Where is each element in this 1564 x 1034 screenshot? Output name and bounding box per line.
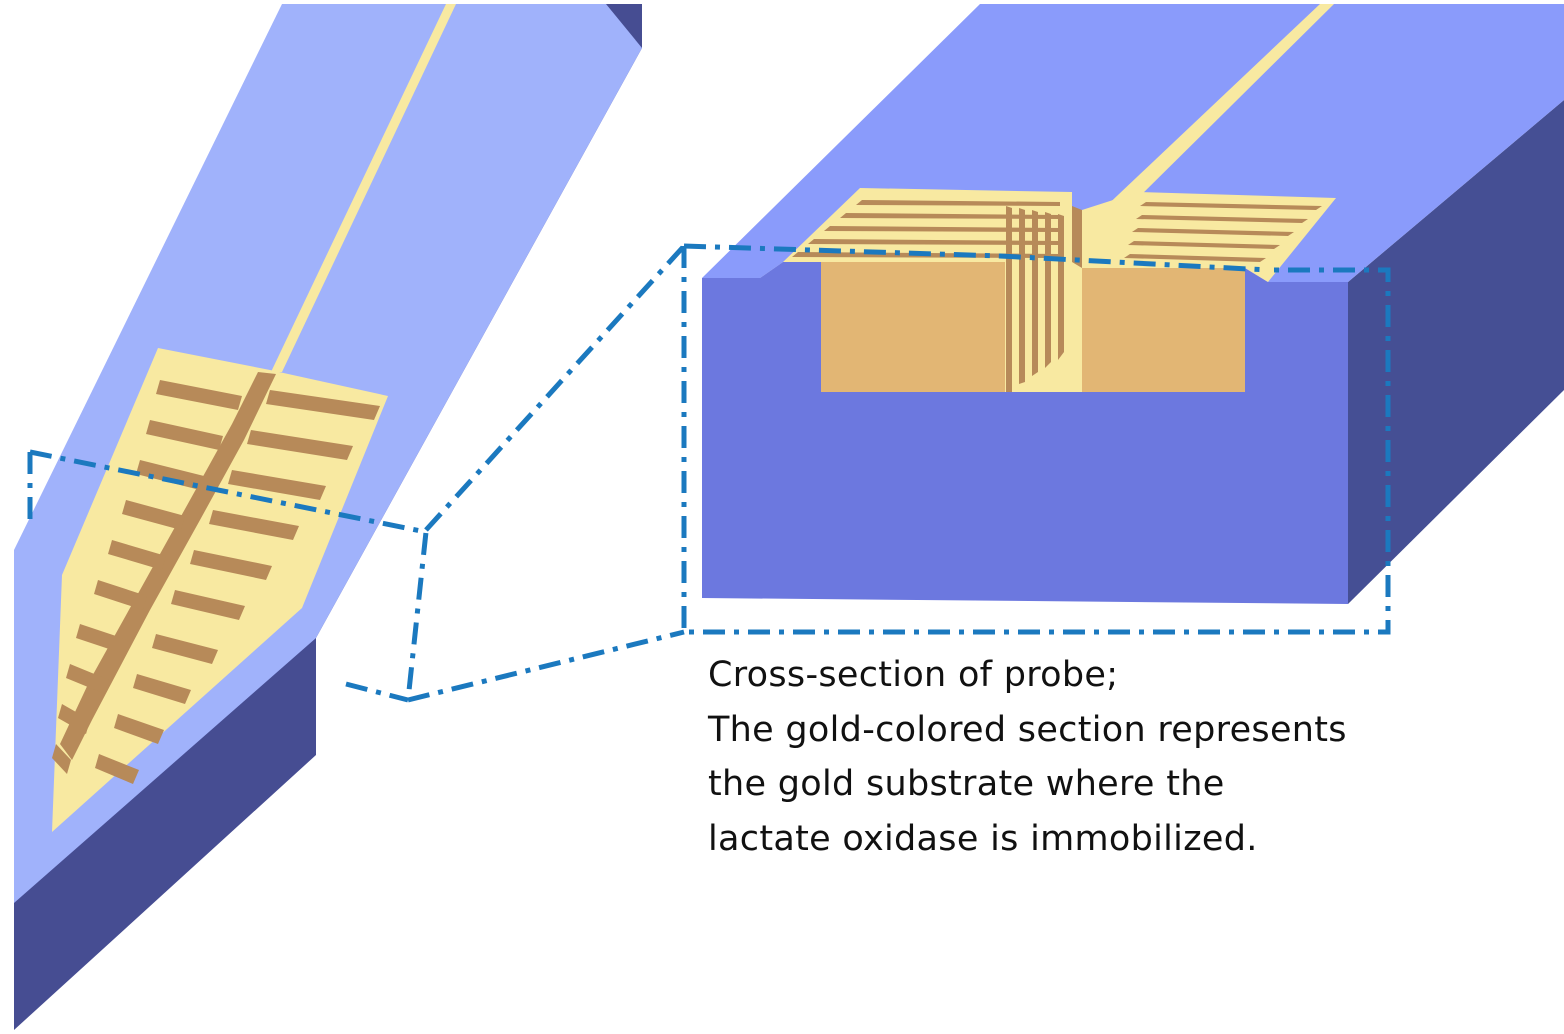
caption-line-4: lactate oxidase is immobilized.	[708, 818, 1258, 859]
finger-groove-left	[136, 460, 204, 490]
electrode-array	[52, 348, 388, 832]
gold-channel-floor	[1005, 262, 1082, 392]
finger-groove-right	[152, 634, 218, 664]
finger-groove-right	[209, 510, 299, 540]
plate-groove-left	[824, 226, 1060, 232]
finger-groove-left	[52, 744, 71, 774]
probe-trace	[271, 4, 456, 372]
finger-groove-right	[266, 390, 380, 420]
channel-fin	[1058, 214, 1064, 360]
finger-groove-left	[58, 704, 90, 734]
finger-groove-left	[122, 500, 185, 530]
channel-fin	[1032, 210, 1038, 376]
block-side-face	[1348, 100, 1564, 604]
finger-groove-right	[190, 550, 272, 580]
caption-line-1: Cross-section of probe;	[708, 655, 1119, 695]
finger-groove-left	[76, 624, 128, 654]
caption-line-2: The gold-colored section represents	[708, 709, 1347, 750]
caption: Cross-section of probe; The gold-colored…	[708, 648, 1408, 866]
channel-fin	[1006, 206, 1012, 392]
finger-groove-left	[108, 540, 166, 570]
gold-plate-right	[1082, 192, 1336, 282]
finger-groove-right	[247, 430, 353, 460]
plate-groove-right	[1124, 254, 1266, 262]
gold-channel-fins	[1006, 206, 1064, 392]
plate-groove-left	[856, 200, 1060, 206]
electrode-pad	[52, 348, 388, 832]
gold-channel-back	[1072, 206, 1082, 268]
zoom-frame	[27, 243, 1391, 703]
plate-groove-right	[1136, 215, 1308, 223]
electrode-spine-groove	[60, 372, 276, 760]
block-front-face	[702, 262, 1348, 604]
plate-groove-right	[1132, 228, 1294, 236]
zoom-frame-right-box	[681, 246, 1391, 635]
plate-groove-right	[1128, 241, 1280, 249]
zoom-connector-upper	[424, 244, 686, 532]
plate-groove-left	[808, 239, 1060, 245]
finger-groove-left	[156, 380, 242, 410]
finger-groove-right	[228, 470, 326, 500]
zoom-connector-lower	[407, 629, 685, 703]
caption-line-3: the gold substrate where the	[708, 764, 1225, 804]
zoom-connector-bottom-left	[345, 681, 409, 703]
finger-groove-right	[95, 754, 139, 784]
gold-block-right	[1082, 268, 1245, 392]
electrode-finger-grooves	[52, 380, 380, 784]
channel-fin	[1045, 212, 1051, 368]
zoom-frame-right-top	[683, 243, 1269, 273]
block-trace	[1100, 4, 1334, 212]
finger-groove-left	[94, 580, 147, 610]
gold-substrate	[783, 188, 1336, 392]
finger-groove-left	[146, 420, 223, 450]
zoom-frame-left-top	[29, 449, 429, 701]
gold-plate-grooves	[792, 200, 1322, 262]
finger-groove-left	[66, 664, 109, 694]
plate-groove-left	[840, 213, 1060, 219]
channel-fin	[1019, 208, 1025, 384]
finger-groove-right	[114, 714, 164, 744]
gold-block-left	[821, 262, 1005, 392]
finger-groove-right	[171, 590, 245, 620]
plate-groove-right	[1140, 202, 1322, 210]
finger-groove-right	[133, 674, 191, 704]
